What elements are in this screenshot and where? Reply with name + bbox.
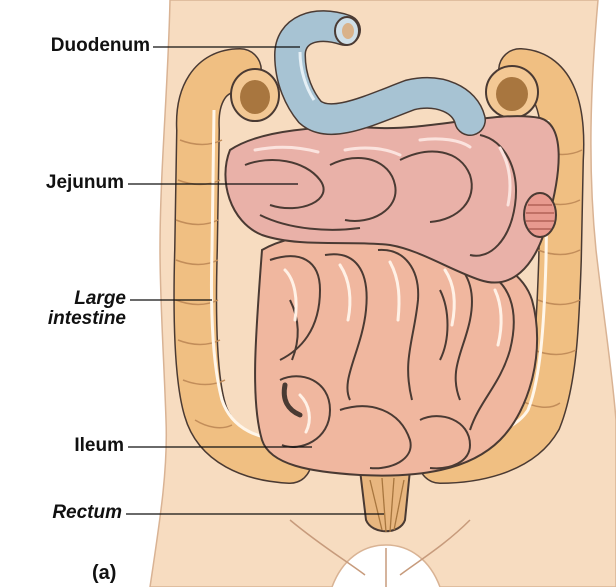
duodenum-lumen [342, 23, 354, 39]
label-rectum: Rectum [10, 503, 122, 523]
colon-cut-right-lumen [496, 77, 528, 111]
label-large-intestine: Large intestine [10, 289, 126, 329]
label-duodenum: Duodenum [10, 36, 150, 56]
label-ileum: Ileum [10, 436, 124, 456]
panel-label: (a) [92, 562, 116, 585]
label-large-intestine-line2: intestine [10, 309, 126, 329]
label-large-intestine-line1: Large [10, 289, 126, 309]
colon-cut-left-lumen [240, 80, 270, 114]
jejunum-cut [524, 193, 556, 237]
label-jejunum: Jejunum [10, 173, 124, 193]
